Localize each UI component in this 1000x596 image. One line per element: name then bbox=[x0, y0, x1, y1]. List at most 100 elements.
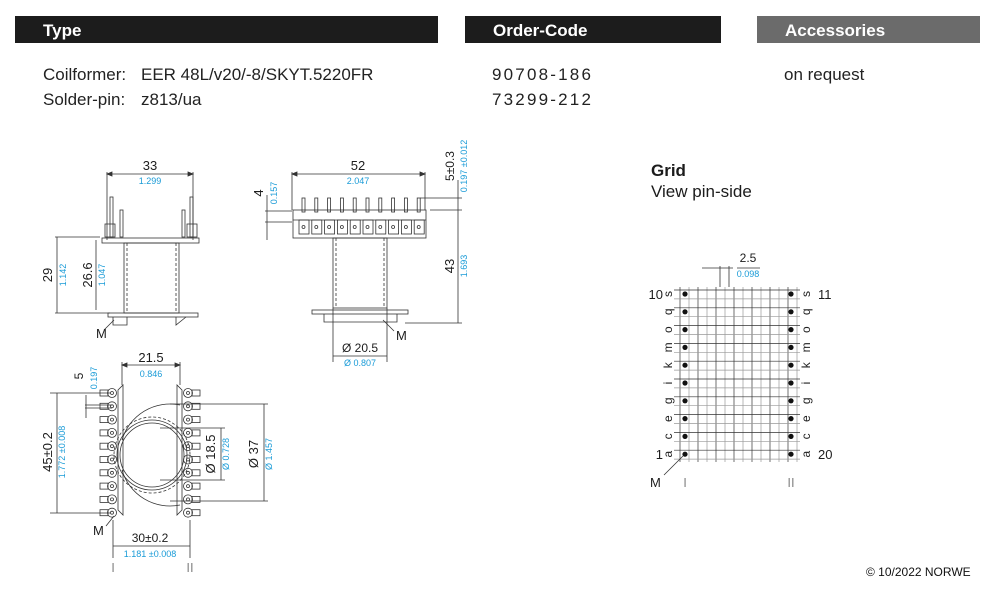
coilformer-label: Coilformer: bbox=[43, 65, 127, 84]
accessory-value: on request bbox=[784, 65, 865, 84]
grid-pin-left bbox=[682, 398, 688, 404]
grid-label-11: 11 bbox=[818, 287, 832, 302]
front-top-in: 0.197 ±0.012 bbox=[459, 140, 469, 192]
bottom-width-mm: 21.5 bbox=[138, 350, 163, 365]
bottom-inner-dia-in: Ø 0.728 bbox=[221, 438, 231, 470]
bottom-outer-dia-mm: Ø 37 bbox=[246, 440, 261, 468]
grid-label-10: 10 bbox=[649, 287, 663, 302]
bottom-pin bbox=[183, 441, 193, 452]
grid-pin-right bbox=[788, 344, 794, 350]
grid-pin-left bbox=[682, 416, 688, 422]
bottom-span-mm: 45±0.2 bbox=[40, 432, 55, 472]
front-pin bbox=[416, 197, 421, 213]
copyright: © 10/2022 NORWE bbox=[866, 565, 971, 579]
type-header-label: Type bbox=[43, 21, 82, 40]
grid-pin-left bbox=[682, 433, 688, 439]
bottom-view-drawing: 21.5 0.846 45±0.2 1.772 ±0.008 5 0.197 Ø… bbox=[40, 350, 274, 575]
grid-letter-left: o bbox=[661, 326, 675, 333]
order-code-solder-pin: 73299-212 bbox=[492, 90, 594, 109]
bottom-row-label-1: I bbox=[111, 560, 115, 575]
bottom-pin bbox=[183, 414, 193, 425]
type-header: Type bbox=[15, 16, 438, 43]
grid-label-20: 20 bbox=[818, 447, 832, 462]
grid-pin-right bbox=[788, 433, 794, 439]
bottom-pin bbox=[183, 481, 193, 492]
grid-letter-left: m bbox=[661, 342, 675, 352]
grid-letter-left: k bbox=[661, 361, 675, 368]
grid-pin-left bbox=[682, 451, 688, 457]
solder-pin-label: Solder-pin: bbox=[43, 90, 126, 109]
bottom-row-in: 1.181 ±0.008 bbox=[124, 549, 176, 559]
grid-letter-left: a bbox=[661, 451, 675, 458]
bottom-pitch-mm: 5 bbox=[72, 372, 86, 379]
side-inner-in: 1.047 bbox=[97, 264, 107, 287]
bottom-width-in: 0.846 bbox=[140, 369, 163, 379]
order-code-coilformer: 90708-186 bbox=[492, 65, 594, 84]
front-height-mm: 43 bbox=[442, 259, 457, 273]
grid-letter-left: s bbox=[661, 291, 675, 297]
grid-letter-left: e bbox=[661, 415, 675, 422]
bottom-outer-dia-in: Ø 1.457 bbox=[264, 438, 274, 470]
side-width-in: 1.299 bbox=[139, 176, 162, 186]
bottom-pin bbox=[107, 494, 117, 505]
front-pin bbox=[327, 197, 332, 213]
grid-pin-left bbox=[682, 309, 688, 315]
bottom-inner-dia-mm: Ø 18.5 bbox=[203, 434, 218, 473]
bottom-pin bbox=[183, 507, 193, 518]
front-pin bbox=[314, 197, 319, 213]
grid-letter-right: c bbox=[799, 433, 813, 439]
front-marker: M bbox=[396, 328, 407, 343]
front-pin bbox=[301, 197, 306, 213]
grid-pin-right bbox=[788, 451, 794, 457]
grid-pin-left bbox=[682, 380, 688, 386]
front-pin-mm: 4 bbox=[251, 189, 266, 196]
grid-pin-right bbox=[788, 327, 794, 333]
grid-label-1: 1 bbox=[656, 447, 663, 462]
side-height-in: 1.142 bbox=[58, 264, 68, 287]
bottom-pin bbox=[107, 427, 117, 438]
grid-letter-left: q bbox=[661, 308, 675, 315]
grid-pin-left bbox=[682, 291, 688, 297]
bottom-pin bbox=[107, 401, 117, 412]
grid-letter-left: c bbox=[661, 433, 675, 439]
front-pin bbox=[339, 197, 344, 213]
side-inner-mm: 26.6 bbox=[80, 262, 95, 287]
grid-letter-right: m bbox=[799, 342, 813, 352]
grid-letter-right: o bbox=[799, 326, 813, 333]
front-pin bbox=[403, 197, 408, 213]
side-view-drawing: 33 1.299 29 1.142 26.6 1.047 M bbox=[40, 158, 200, 341]
side-width-mm: 33 bbox=[143, 158, 157, 173]
grid-title: Grid bbox=[651, 161, 686, 180]
grid-pin-right bbox=[788, 362, 794, 368]
side-height-mm: 29 bbox=[40, 268, 55, 282]
grid-letter-left: i bbox=[661, 382, 675, 385]
grid-subtitle: View pin-side bbox=[651, 182, 752, 201]
bottom-pin bbox=[107, 481, 117, 492]
grid-pin-right bbox=[788, 398, 794, 404]
front-width-in: 2.047 bbox=[347, 176, 370, 186]
grid-pin-right bbox=[788, 380, 794, 386]
front-pin bbox=[378, 197, 383, 213]
bottom-pin bbox=[183, 388, 193, 398]
bottom-row-mm: 30±0.2 bbox=[132, 531, 169, 545]
front-pin bbox=[391, 197, 396, 213]
accessories-header-label: Accessories bbox=[785, 21, 886, 40]
side-marker: M bbox=[96, 326, 107, 341]
grid-letter-right: g bbox=[799, 397, 813, 404]
bottom-pin bbox=[107, 467, 117, 478]
grid-row-label-1: I bbox=[683, 475, 687, 490]
bottom-pin bbox=[183, 454, 193, 465]
bottom-span-in: 1.772 ±0.008 bbox=[57, 426, 67, 478]
grid-pin-right bbox=[788, 291, 794, 297]
accessories-header: Accessories bbox=[757, 16, 980, 43]
front-height-in: 1.693 bbox=[459, 255, 469, 278]
bottom-pin bbox=[183, 401, 193, 412]
grid-pin-left bbox=[682, 362, 688, 368]
grid-pin-left bbox=[682, 327, 688, 333]
grid-pitch-mm: 2.5 bbox=[740, 251, 757, 265]
bottom-pin bbox=[107, 441, 117, 452]
bottom-pin bbox=[183, 494, 193, 505]
bottom-pin bbox=[107, 414, 117, 425]
